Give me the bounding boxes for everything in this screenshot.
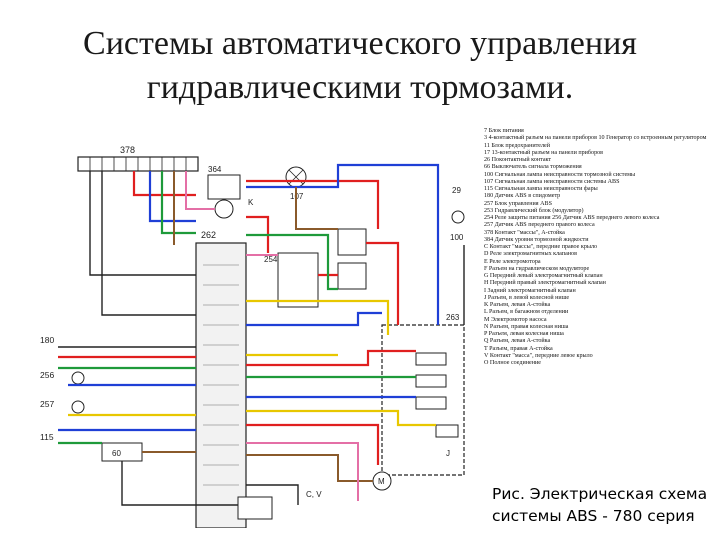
legend-item: F Разъем на гидравлическом модуляторе [484,265,590,272]
legend-item: 11 Блок предохранителей [484,142,551,149]
legend-item: C Контакт "массы", передние правое крыло [484,244,598,250]
legend-item: 378 Контакт "массы", А-стойка [484,229,565,236]
wires-brown [142,171,373,482]
legend-item: V Контакт "масса", передние левое крыло [484,352,593,359]
modulator-263 [381,324,465,476]
legend-item: 66 Выключатель сигнала торможения [484,164,582,171]
wiring-diagram-svg: 378 262 364 107 29 100 254 263 [40,145,465,529]
slide-title: Системы автоматического управления гидра… [20,22,700,110]
legend-item: 115 Сигнальная лампа неисправности фары [484,186,598,192]
figure-caption: Рис. Электрическая схема системы ABS - 7… [492,483,712,527]
legend-item: M Электромотор насоса [484,316,547,323]
legend-item: 26 Поконтактный контакт [484,157,552,163]
label-263: 263 [446,313,460,322]
label-j: J [446,449,450,458]
caption-line-2: системы ABS - 780 серия [492,507,695,525]
wires-yellow [68,299,436,427]
legend-item: O Полное соединение [484,360,541,366]
legend-item: T Разъем, правая А-стойка [484,345,553,352]
legend-item: G Передний левый электромагнитный клапан [484,273,603,279]
lamp-100 [451,210,465,224]
label-364: 364 [208,165,222,174]
label-100: 100 [450,233,464,242]
sensor-256-symbol [71,371,85,385]
label-29: 29 [452,186,461,195]
legend-item: 384 Датчик уровня тормозной жидкости [484,236,589,243]
label-k: K [248,198,254,207]
label-m: M [378,477,385,486]
label-378: 378 [120,145,135,155]
relay-d [337,228,367,256]
relay-e [337,262,367,290]
label-254: 254 [264,255,278,264]
legend-item: 100 Сигнальная лампа неисправности тормо… [484,171,636,178]
sensor-symbol [214,199,234,219]
legend-item: I Задний электромагнитный клапан [484,287,576,294]
legend-item: 254 Реле защиты питания 256 Датчик ABS п… [484,215,660,221]
label-256: 256 [40,370,54,380]
label-262: 262 [201,230,216,240]
label-257: 257 [40,399,54,409]
relay-254 [277,252,319,308]
legend-item: J Разъем, в левой колесной нише [484,294,570,301]
legend-item: D Реле электромагнитных клапанов [484,251,577,258]
sensor-257-symbol [71,400,85,414]
ecu-262-block [195,242,247,529]
legend-item: Q Разъем, левая А-стойка [484,338,551,345]
legend-item: H Передний правый электромагнитный клапа… [484,280,606,287]
legend-item: 107 Сигнальная лампа неисправности систе… [484,178,620,185]
wires-pink [185,171,359,501]
legend-item: 257 Датчик ABS переднего правого колеса [484,222,595,229]
legend-item: K Разъем, левая А-стойка [484,302,551,308]
legend-item: 7 Блок питания [484,128,524,134]
legend-item: E Реле электромотора [484,258,541,265]
legend-item: P Разъем, левая колесная ниша [484,331,564,337]
connector-bottom [237,496,273,520]
caption-line-1: Рис. Электрическая схема [492,485,708,503]
legend-item: 253 Гидравлический блок (модулятор) [484,207,584,214]
legend-item: N Разъем, правая колесная ниша [484,323,569,330]
title-line-1: Системы автоматического управления [83,25,637,62]
legend-item: 3 4-контактный разъем на панели приборов… [484,135,707,142]
label-115: 115 [40,432,54,442]
title-line-2: гидравлическими тормозами. [146,69,574,106]
wiring-diagram: 378 262 364 107 29 100 254 263 [38,125,470,529]
wires-black [58,171,465,506]
wires-green [58,171,416,445]
legend-item: L Разъем, в багажном отделении [484,309,569,316]
wires-blue [58,163,440,432]
label-180: 180 [40,335,54,345]
relay-364 [207,174,241,200]
legend-item: 180 Датчик ABS в спидометр [484,193,561,200]
label-cv: C, V [306,490,322,499]
label-60: 60 [112,449,121,458]
legend-item: 257 Блок управления ABS [484,200,552,207]
lamp-60 [101,442,143,462]
legend-item: 17 13-контактный разъем на панели прибор… [484,149,604,156]
